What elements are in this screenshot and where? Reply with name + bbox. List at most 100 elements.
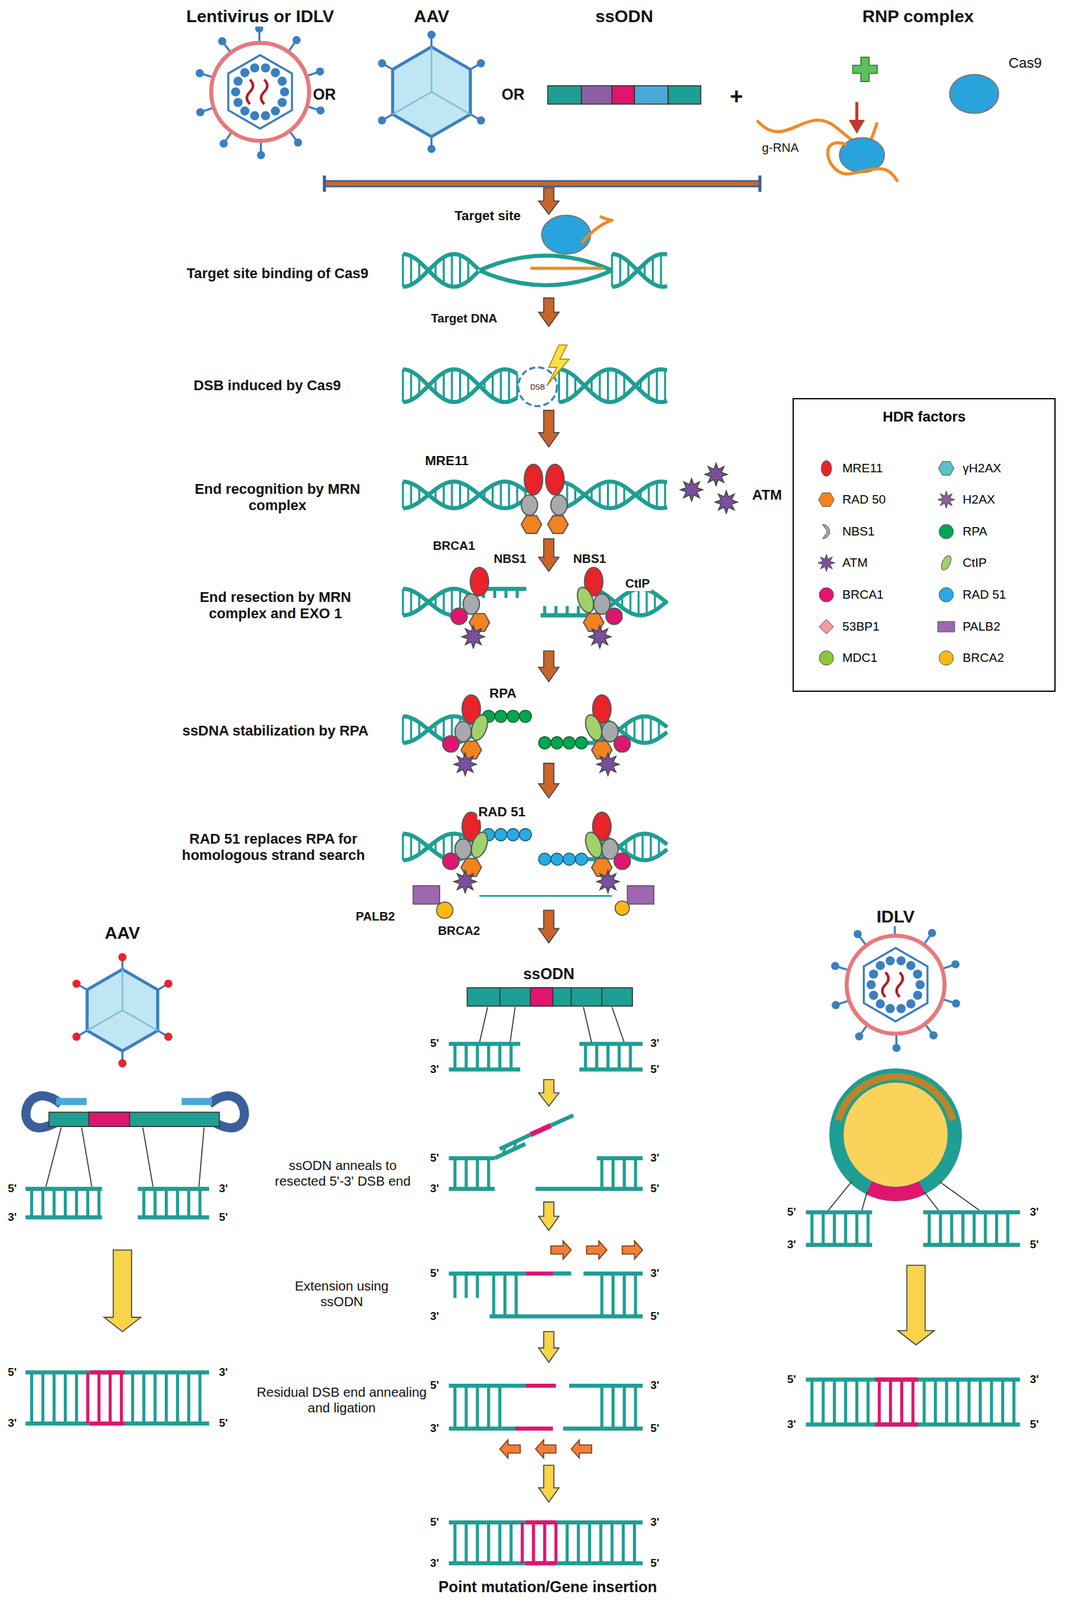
legend-entry: 53BP1 — [816, 616, 880, 637]
legend-text: BRCA2 — [962, 650, 1004, 665]
strand — [164, 1372, 169, 1423]
spike — [855, 1032, 864, 1041]
protein — [614, 852, 631, 869]
spike — [164, 979, 173, 988]
rad51 — [538, 852, 551, 865]
dna-strand — [479, 270, 613, 286]
strand — [503, 1273, 507, 1317]
strand — [46, 1127, 62, 1187]
strand — [63, 1372, 68, 1423]
bracket — [324, 181, 760, 186]
strand — [153, 1188, 157, 1218]
strand-end-label: 3' — [649, 1037, 661, 1051]
strand — [843, 1211, 848, 1245]
strand — [610, 1521, 614, 1563]
strand — [632, 1521, 637, 1563]
protein — [605, 608, 622, 625]
down-arrow — [538, 538, 559, 572]
strand — [464, 1273, 468, 1298]
strand — [579, 1041, 643, 1046]
legend-swatch — [816, 489, 837, 510]
dna-strand — [589, 588, 667, 616]
spike — [476, 116, 486, 126]
strand — [137, 1186, 210, 1191]
strand — [29, 1372, 34, 1423]
legend-entry: ATM — [816, 552, 869, 573]
down-arrow — [538, 1201, 559, 1231]
strand — [862, 1191, 868, 1210]
strand — [198, 1188, 202, 1218]
spike — [118, 1058, 127, 1068]
strand-end-label: 3' — [786, 1237, 798, 1251]
legend-text: CtIP — [962, 555, 987, 570]
strand — [74, 1372, 79, 1423]
legend-text: BRCA1 — [842, 587, 884, 602]
strand — [410, 255, 413, 285]
rad51 — [494, 828, 508, 841]
strand-end-label: 3' — [649, 1515, 661, 1529]
legend-swatch — [816, 616, 837, 637]
down-arrow — [538, 410, 559, 447]
spike — [118, 952, 127, 962]
strand-end-label: 3' — [428, 1421, 441, 1435]
strand — [137, 1214, 210, 1219]
capsid-dot — [277, 97, 287, 107]
strand — [617, 1043, 621, 1069]
brca2 — [615, 900, 630, 915]
legend-entry: RAD 51 — [936, 584, 1007, 605]
ssodn-segment — [581, 85, 613, 105]
strand — [401, 369, 404, 402]
label: DSB — [528, 382, 547, 391]
strand — [52, 1372, 57, 1423]
rpa — [575, 736, 588, 749]
strand — [606, 481, 609, 508]
spike — [853, 929, 863, 938]
strand-end-label: 5' — [649, 1309, 661, 1323]
capsid-dot — [868, 990, 878, 1000]
strand — [453, 1273, 457, 1298]
legend-text: MRE11 — [842, 461, 884, 476]
strand — [516, 485, 519, 505]
strand — [933, 1379, 938, 1425]
strand — [153, 1372, 157, 1423]
strand — [453, 1043, 457, 1069]
strand — [186, 1188, 191, 1218]
legend-entry: MRE11 — [816, 458, 884, 478]
strand — [500, 481, 503, 508]
legend-entry: BRCA1 — [816, 584, 884, 605]
shape — [937, 621, 955, 632]
strand-end-label: 5' — [428, 1037, 441, 1051]
strand — [74, 1188, 79, 1218]
strand — [464, 1043, 468, 1069]
spike — [831, 1000, 841, 1010]
strand — [122, 1010, 158, 1031]
ssodn — [466, 987, 633, 1006]
strand — [29, 1188, 34, 1218]
strand — [649, 716, 652, 742]
down-arrow — [538, 909, 559, 943]
strand — [401, 833, 404, 861]
label: PALB2 — [354, 909, 396, 924]
strand — [450, 481, 453, 508]
strand-end-label: 5' — [649, 1556, 661, 1570]
strand — [600, 1385, 604, 1429]
dna-strand — [403, 253, 479, 287]
strand — [554, 1521, 558, 1563]
label: ssDNA stabilization by RPA — [181, 722, 370, 739]
strand — [550, 1114, 574, 1126]
label: End resection by MRN complex and EXO 1 — [171, 588, 379, 622]
legend-swatch — [936, 584, 956, 605]
strand-end-label: 3' — [786, 1417, 798, 1431]
strand — [525, 1383, 557, 1388]
strand — [600, 1273, 604, 1317]
label: RNP complex — [860, 6, 975, 27]
strand — [401, 716, 404, 744]
strand — [81, 1127, 92, 1187]
legend-swatch — [936, 489, 956, 510]
protein — [520, 494, 538, 516]
legend-text: MDC1 — [842, 650, 878, 665]
label: AAV — [103, 922, 142, 943]
cas9 — [541, 214, 591, 254]
dna-strand — [558, 481, 667, 508]
strand — [558, 369, 561, 402]
